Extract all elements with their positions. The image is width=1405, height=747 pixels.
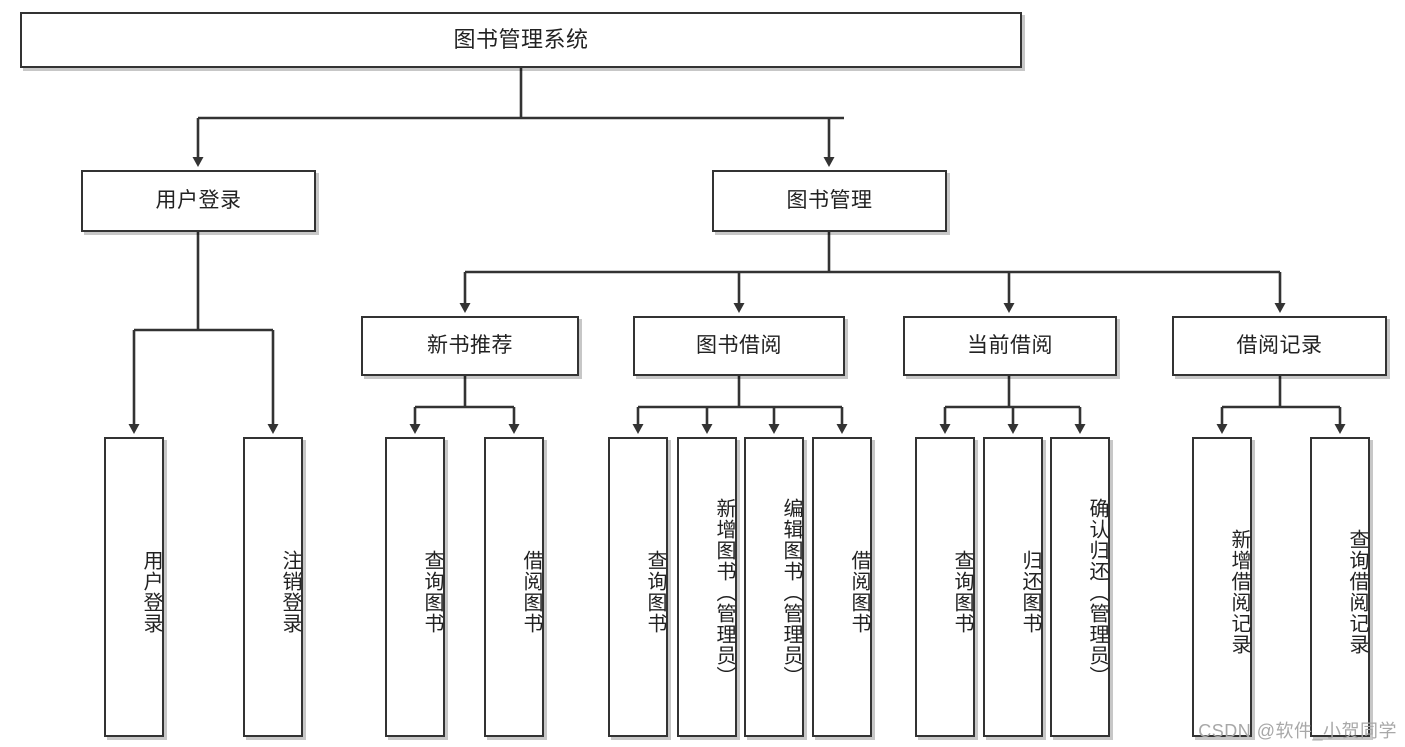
node-book-management[interactable]: 图书管理 [712, 170, 947, 232]
leaf-edit-book-admin[interactable]: 编辑图书（管理员） [744, 437, 804, 737]
node-label: 借阅图书 [520, 550, 542, 634]
node-root-system[interactable]: 图书管理系统 [20, 12, 1022, 68]
node-current-borrow[interactable]: 当前借阅 [903, 316, 1117, 376]
node-label: 新书推荐 [427, 334, 513, 358]
node-label: 确认归还（管理员） [1086, 497, 1108, 687]
leaf-query-book-recommend[interactable]: 查询图书 [385, 437, 445, 737]
leaf-borrow-book-recommend[interactable]: 借阅图书 [484, 437, 544, 737]
leaf-borrow-book[interactable]: 借阅图书 [812, 437, 872, 737]
node-label: 注销登录 [279, 550, 301, 634]
node-label: 查询图书 [644, 550, 666, 634]
leaf-query-book-current[interactable]: 查询图书 [915, 437, 975, 737]
leaf-user-login[interactable]: 用户登录 [104, 437, 164, 737]
node-label: 查询图书 [951, 550, 973, 634]
leaf-add-book-admin[interactable]: 新增图书（管理员） [677, 437, 737, 737]
node-label: 查询图书 [421, 550, 443, 634]
leaf-return-book[interactable]: 归还图书 [983, 437, 1043, 737]
node-label: 新增借阅记录 [1228, 529, 1250, 655]
leaf-query-borrow-record[interactable]: 查询借阅记录 [1310, 437, 1370, 737]
node-label: 借阅图书 [848, 550, 870, 634]
node-user-login[interactable]: 用户登录 [81, 170, 316, 232]
node-book-borrow[interactable]: 图书借阅 [633, 316, 845, 376]
node-label: 查询借阅记录 [1346, 529, 1368, 655]
node-label: 借阅记录 [1236, 334, 1323, 358]
node-label: 归还图书 [1019, 550, 1041, 634]
node-label: 编辑图书（管理员） [780, 497, 802, 687]
node-new-book-recommend[interactable]: 新书推荐 [361, 316, 579, 376]
leaf-confirm-return-admin[interactable]: 确认归还（管理员） [1050, 437, 1110, 737]
node-label: 图书管理 [786, 189, 873, 213]
leaf-add-borrow-record[interactable]: 新增借阅记录 [1192, 437, 1252, 737]
node-borrow-record[interactable]: 借阅记录 [1172, 316, 1387, 376]
node-label: 用户登录 [140, 550, 162, 634]
leaf-logout[interactable]: 注销登录 [243, 437, 303, 737]
node-label: 当前借阅 [967, 334, 1053, 358]
csdn-watermark: CSDN @软件_小贺同学 [1198, 721, 1397, 741]
leaf-query-book-borrow[interactable]: 查询图书 [608, 437, 668, 737]
node-label: 用户登录 [155, 189, 242, 213]
node-label: 图书借阅 [696, 334, 782, 358]
node-label: 图书管理系统 [453, 26, 589, 52]
node-label: 新增图书（管理员） [713, 497, 735, 687]
